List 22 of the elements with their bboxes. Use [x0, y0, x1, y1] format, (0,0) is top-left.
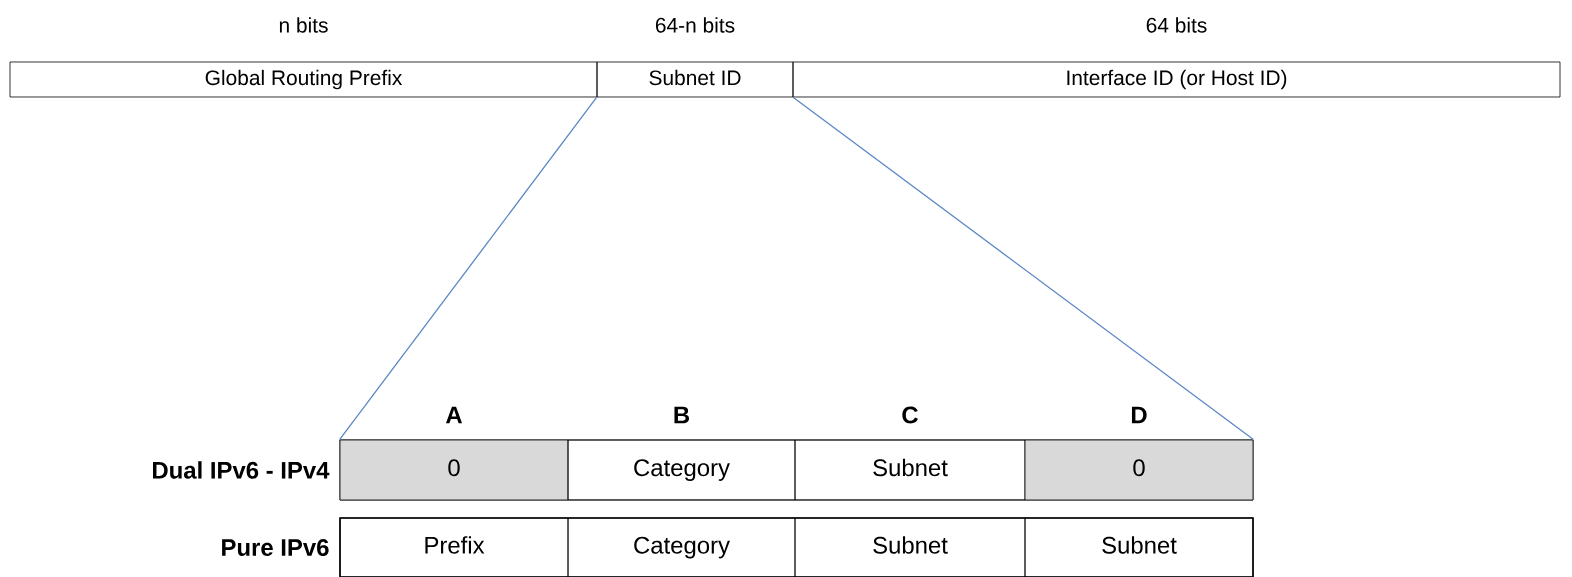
field-box: 64-n bits Subnet ID	[596, 17, 794, 98]
node-label: Pure IPv6	[222, 539, 329, 556]
table-cell: Category	[567, 517, 796, 577]
node-label: 64-n bits	[655, 17, 735, 33]
node-label: A	[445, 406, 463, 424]
table-cell: B Category	[567, 406, 796, 501]
field-box: n bits Global Routing Prefix	[9, 17, 598, 98]
table-cell: Subnet	[794, 517, 1026, 577]
node-label: n bits	[279, 17, 328, 33]
zoom-line	[792, 96, 1255, 441]
node-label: C	[902, 406, 918, 424]
node-label: B	[674, 406, 690, 424]
table-cell: D 0	[1024, 406, 1254, 501]
table-cell: Prefix	[339, 517, 569, 577]
table-cell: A 0	[339, 406, 569, 501]
node-label: 64 bits	[1146, 17, 1207, 33]
node-label: Dual IPv6 - IPv4	[153, 461, 330, 479]
table-cell: C Subnet	[794, 406, 1026, 501]
table-cell: Subnet	[1024, 517, 1254, 577]
node-label: D	[1131, 406, 1147, 424]
zoom-line	[338, 96, 598, 441]
field-box: 64 bits Interface ID (or Host ID)	[792, 17, 1561, 98]
